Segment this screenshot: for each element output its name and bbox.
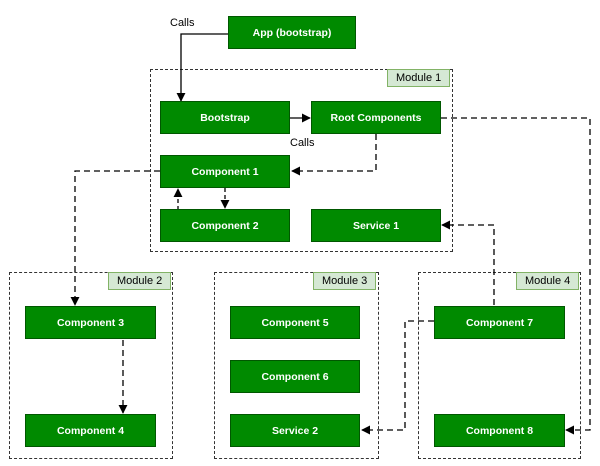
node-component-3[interactable]: Component 3	[25, 306, 156, 339]
module-4-tag: Module 4	[516, 272, 580, 290]
node-component-1[interactable]: Component 1	[160, 155, 290, 188]
node-root-components[interactable]: Root Components	[311, 101, 441, 134]
node-component-7[interactable]: Component 7	[434, 306, 565, 339]
module-3-tag: Module 3	[313, 272, 377, 290]
edge-component7-to-service2	[361, 320, 434, 435]
node-bootstrap[interactable]: Bootstrap	[160, 101, 290, 134]
node-component-8[interactable]: Component 8	[434, 414, 565, 447]
edge-component1-to-component3	[70, 170, 160, 306]
node-component-4[interactable]: Component 4	[25, 414, 156, 447]
node-component-2[interactable]: Component 2	[160, 209, 290, 242]
node-component-5[interactable]: Component 5	[230, 306, 360, 339]
edge-app-to-bootstrap	[176, 33, 228, 102]
module-2-tag: Module 2	[108, 272, 172, 290]
node-service-2[interactable]: Service 2	[230, 414, 360, 447]
edge-root-to-component1	[291, 134, 377, 176]
edge-component7-to-service1	[441, 220, 495, 305]
module-1: Module 1	[150, 69, 453, 252]
edge-label-calls-top: Calls	[170, 17, 195, 29]
edge-root-to-component8	[441, 117, 591, 435]
module-4: Module 4	[418, 272, 581, 459]
module-3: Module 3	[214, 272, 379, 459]
module-2: Module 2	[9, 272, 173, 459]
node-component-6[interactable]: Component 6	[230, 360, 360, 393]
node-service-1[interactable]: Service 1	[311, 209, 441, 242]
module-1-tag: Module 1	[387, 69, 451, 87]
edge-label-calls-mid: Calls	[290, 137, 315, 149]
node-app-bootstrap[interactable]: App (bootstrap)	[228, 16, 356, 49]
